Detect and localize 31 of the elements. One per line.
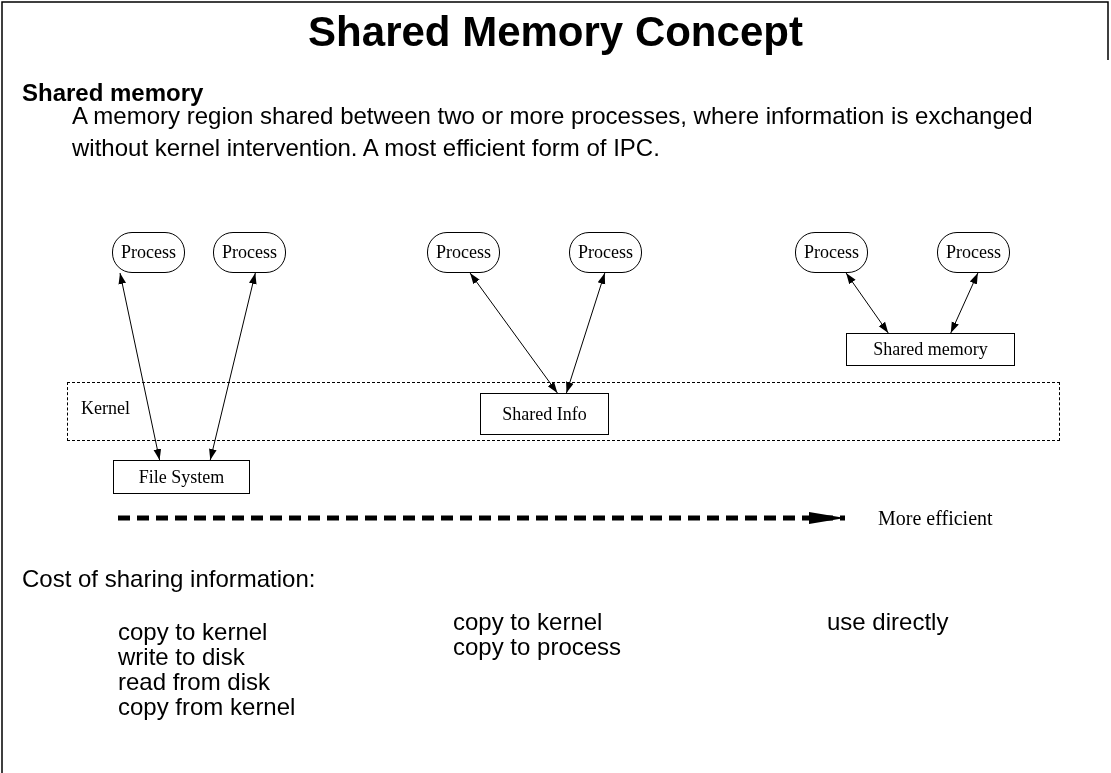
caption: Cost of sharing information: [22,566,316,591]
node-label: Process [436,242,491,263]
node-label: Process [222,242,277,263]
double-arrow [209,272,257,461]
node-label: File System [138,466,225,488]
node-label: Shared memory [873,339,988,360]
process-box [846,333,1015,366]
process-box [113,460,250,494]
process-box [480,393,609,435]
note-label: More efficient [878,506,993,531]
node-label: Process [804,242,859,263]
list-item: write to disk [118,644,245,669]
double-arrow [845,272,889,334]
double-arrow [950,272,979,334]
node-label: Shared Info [502,403,587,425]
list-item: copy to kernel [453,609,603,634]
node-label: Kernel [81,398,130,419]
list-item: read from disk [118,669,271,694]
node-label: Process [578,242,633,263]
node-label: Process [121,242,176,263]
double-arrow [469,272,558,394]
list-item: use directly [827,609,949,634]
list-item: copy to process [453,634,622,659]
node-label: Process [946,242,1001,263]
double-arrow [118,272,162,461]
title: Shared Memory Concept [307,8,804,56]
list-item: copy to kernel [118,619,268,644]
kernel-region [67,382,1060,441]
subheading: Shared memory [22,80,204,105]
double-arrow [565,272,606,394]
list-item: copy from kernel [118,694,296,719]
